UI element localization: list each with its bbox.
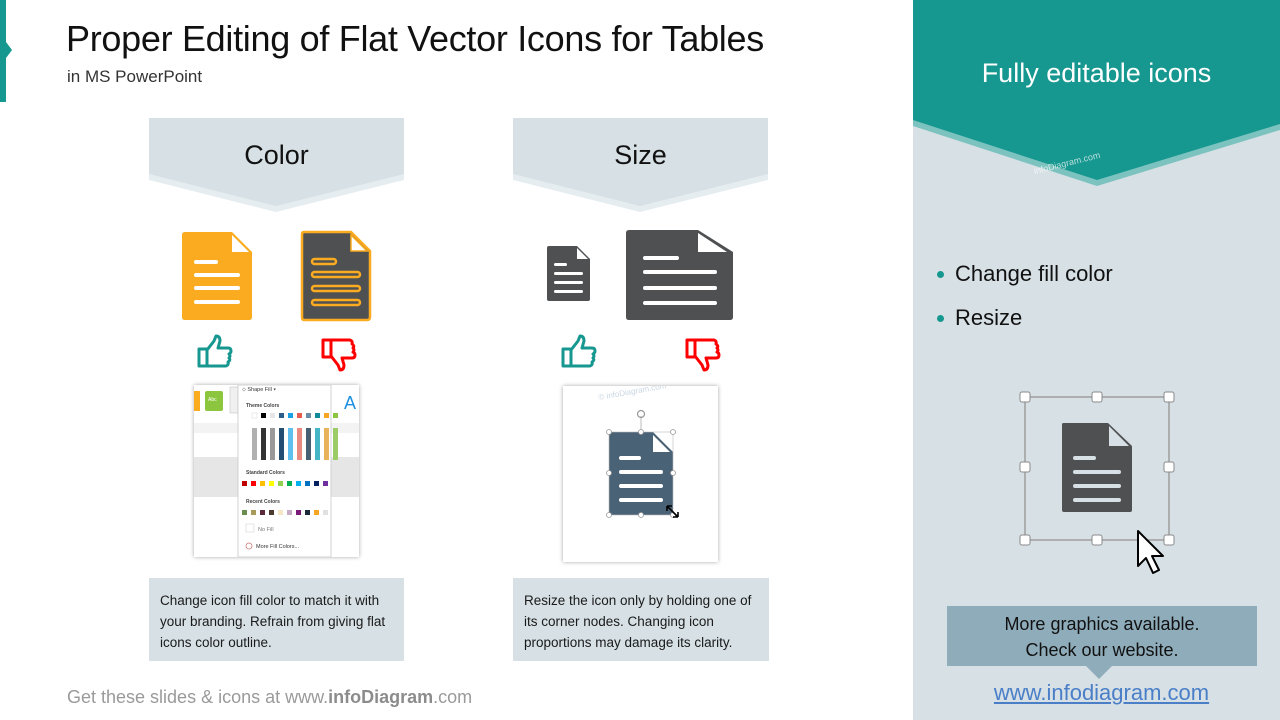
slide-subtitle: in MS PowerPoint <box>67 67 203 86</box>
title-accent-bar <box>0 0 6 102</box>
feature-item: Change fill color <box>935 252 1113 296</box>
right-panel: infoDiagram.com <box>913 0 1280 720</box>
callout-line-1: More graphics available. <box>1004 614 1200 634</box>
banner-chevron-shape <box>513 118 768 212</box>
footer-credit: Get these slides & icons at www.infoDiag… <box>67 687 472 708</box>
title-accent-arrow <box>6 42 12 58</box>
panel-header-chevron <box>913 0 1280 186</box>
thumbs-up-icon <box>561 334 597 372</box>
color-description: Change icon fill color to match it with … <box>149 578 404 661</box>
svg-text:More Fill Colors...: More Fill Colors... <box>256 544 300 550</box>
thumbs-up-icon <box>197 334 233 372</box>
more-graphics-callout: More graphics available. Check our websi… <box>947 606 1257 666</box>
size-header-label: Size <box>614 140 667 170</box>
thumbs-down-icon <box>685 338 721 376</box>
svg-text:Recent Colors: Recent Colors <box>246 499 280 505</box>
svg-text:Abc: Abc <box>208 397 217 403</box>
selected-document-icon-demo <box>1016 388 1186 584</box>
feature-item: Resize <box>935 296 1113 340</box>
banner-chevron-shape <box>149 118 404 212</box>
thumbs-down-icon <box>321 338 357 376</box>
shape-fill-menu-screenshot: Abc A ⬦ Shape Fill ▾ Theme Colors <box>194 385 359 557</box>
svg-text:Standard Colors: Standard Colors <box>246 470 285 476</box>
footer-brand: infoDiagram <box>328 687 434 707</box>
color-header-label: Color <box>244 140 309 170</box>
footer-prefix: Get these slides & icons at www. <box>67 687 329 707</box>
size-description: Resize the icon only by holding one of i… <box>513 578 769 661</box>
mouse-cursor-icon <box>1137 530 1164 574</box>
svg-text:⬦ Shape Fill ▾: ⬦ Shape Fill ▾ <box>242 387 276 393</box>
footer-suffix: .com <box>433 687 473 707</box>
svg-text:Theme Colors: Theme Colors <box>246 403 280 409</box>
callout-line-2: Check our website. <box>1025 640 1179 660</box>
callout-arrow <box>1086 666 1112 679</box>
resize-demo-screenshot: © infoDiagram.com <box>563 386 718 562</box>
bullet-dot-icon <box>937 315 944 322</box>
document-icon-orange-good <box>182 232 252 324</box>
svg-text:No Fill: No Fill <box>258 527 274 533</box>
feature-list: Change fill color Resize <box>935 252 1113 340</box>
document-icon-small-good <box>547 246 590 305</box>
color-column-header: Color <box>149 118 404 212</box>
svg-text:A: A <box>344 393 356 413</box>
slide-title: Proper Editing of Flat Vector Icons for … <box>66 18 764 59</box>
bullet-dot-icon <box>937 271 944 278</box>
website-link[interactable]: www.infodiagram.com <box>993 680 1210 705</box>
panel-title: Fully editable icons <box>981 58 1212 88</box>
document-icon-outlined-bad <box>300 230 372 326</box>
size-column-header: Size <box>513 118 768 212</box>
document-icon-stretched-bad <box>626 230 733 324</box>
